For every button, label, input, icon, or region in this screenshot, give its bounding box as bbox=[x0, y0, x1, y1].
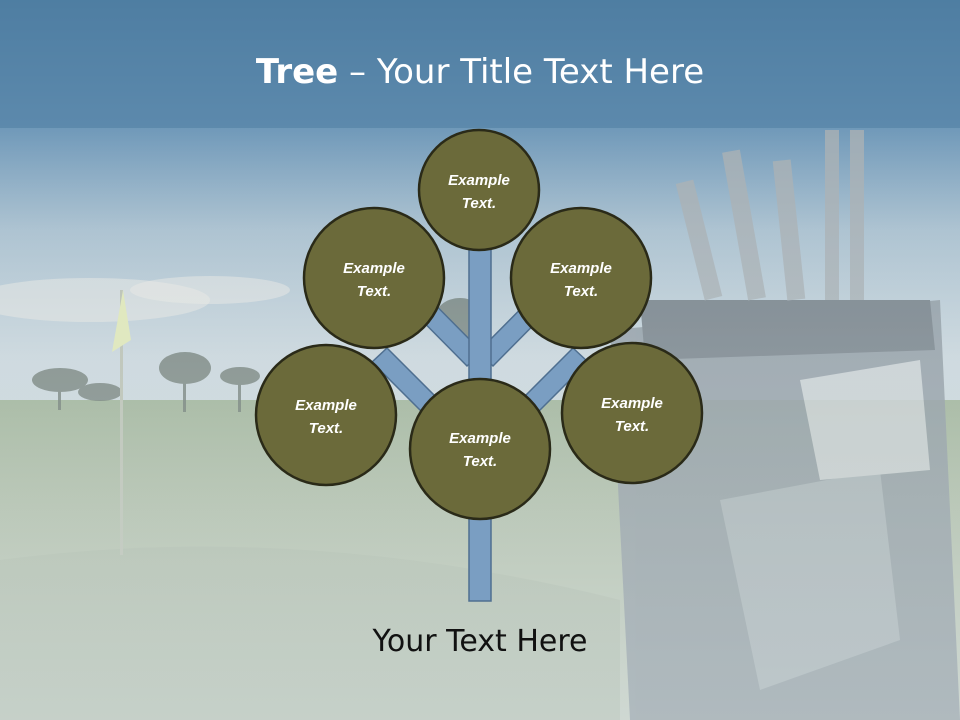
node-lower-right-line-2: Text. bbox=[615, 418, 649, 435]
node-upper-right-line-2: Text. bbox=[564, 283, 598, 300]
node-top-line-2: Text. bbox=[462, 195, 496, 212]
node-upper-right-line-1: Example bbox=[550, 260, 612, 277]
node-lower-left-line-1: Example bbox=[295, 397, 357, 414]
title-rest: Your Title Text Here bbox=[376, 52, 705, 92]
node-lower-right-line-1: Example bbox=[601, 395, 663, 412]
node-center: Example Text. bbox=[408, 377, 552, 521]
node-upper-left-line-2: Text. bbox=[357, 283, 391, 300]
node-center-line-2: Text. bbox=[463, 453, 497, 470]
node-top-line-1: Example bbox=[448, 172, 510, 189]
node-top: Example Text. bbox=[417, 128, 541, 252]
title-bold: Tree bbox=[255, 52, 339, 92]
slide-title: Tree – Your Title Text Here bbox=[0, 52, 960, 92]
title-dash: – bbox=[338, 52, 377, 92]
header-band bbox=[0, 0, 960, 128]
node-lower-right: Example Text. bbox=[560, 341, 704, 485]
node-upper-left-line-1: Example bbox=[343, 260, 405, 277]
node-center-line-1: Example bbox=[449, 430, 511, 447]
node-lower-left: Example Text. bbox=[254, 343, 398, 487]
caption-text: Your Text Here bbox=[372, 624, 588, 659]
node-lower-left-line-2: Text. bbox=[309, 420, 343, 437]
node-upper-right: Example Text. bbox=[509, 206, 653, 350]
node-upper-left: Example Text. bbox=[302, 206, 446, 350]
